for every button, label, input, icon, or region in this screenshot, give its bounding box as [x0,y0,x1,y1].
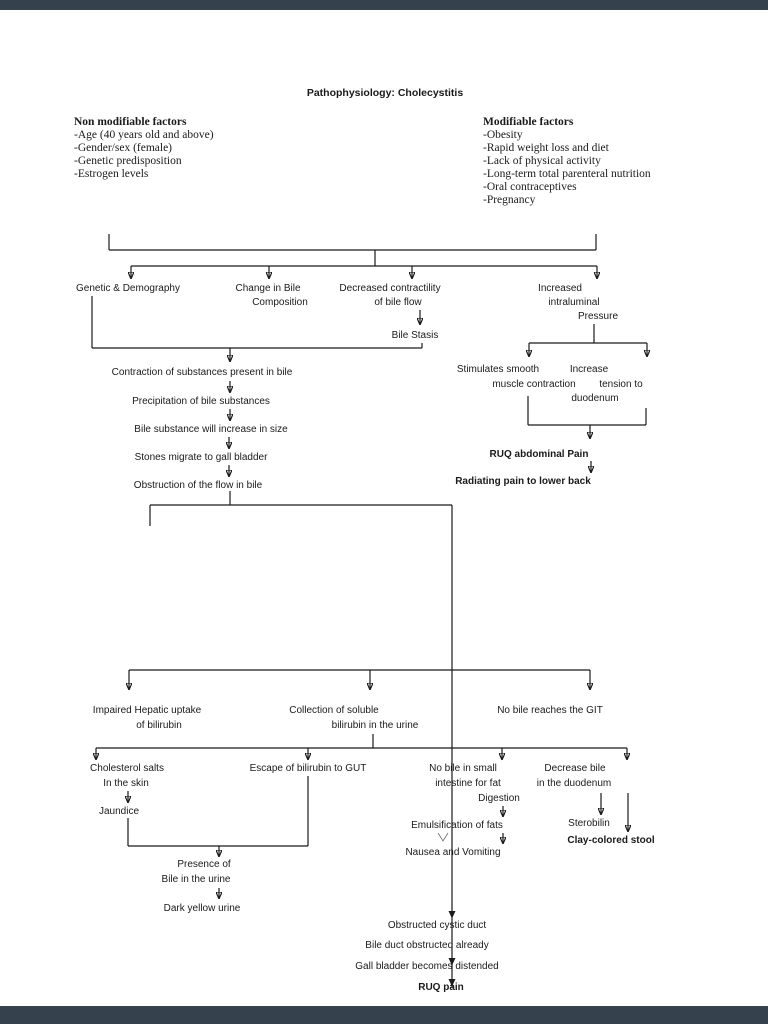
node-no-bile-git: No bile reaches the GIT [497,705,603,716]
node-nausea-vomiting: Nausea and Vomiting [405,847,501,858]
node-stones-migrate: Stones migrate to gall bladder [134,452,268,463]
list-item: -Estrogen levels [74,168,149,180]
node-gall-bladder-distended: Gall bladder becomes distended [355,961,499,972]
node-decrease-bile: in the duodenum [536,778,612,789]
node-jaundice: Jaundice [98,806,140,817]
node-change-in-bile: Change in Bile [235,283,301,294]
node-obstructed-cystic-duct: Obstructed cystic duct [387,920,487,931]
list-item: -Long-term total parenteral nutrition [483,168,651,180]
list-item: -Lack of physical activity [483,155,601,167]
modifiable-factors-list: Modifiable factors -Obesity -Rapid weigh… [483,116,651,207]
node-clay-colored-stool: Clay-colored stool [567,835,655,846]
node-bile-stasis: Bile Stasis [391,330,439,341]
list-item: -Obesity [483,129,523,141]
list-item: -Rapid weight loss and diet [483,142,609,154]
node-decreased-contractility: of bile flow [374,297,422,308]
node-increased-pressure: intraluminal [548,297,600,308]
node-no-bile-small: Digestion [478,793,520,804]
node-increased-pressure: Increased [538,283,582,294]
list-item: -Oral contraceptives [483,181,577,193]
node-collection-soluble: Collection of soluble [289,705,379,716]
node-ruq-abdominal-pain: RUQ abdominal Pain [489,449,589,460]
node-obstruction-flow: Obstruction of the flow in bile [133,480,263,491]
node-cholesterol-salts: In the skin [103,778,149,789]
node-stimulates-smooth: Stimulates smooth [456,364,540,375]
node-genetic-demography: Genetic & Demography [76,283,180,294]
node-impaired-hepatic: Impaired Hepatic uptake [92,705,202,716]
node-presence-bile-urine: Bile in the urine [161,874,231,885]
non-modifiable-heading: Non modifiable factors [74,116,187,128]
node-no-bile-small: No bile in small [429,763,497,774]
node-increase-tension: tension to [599,379,643,390]
node-change-in-bile: Composition [252,297,308,308]
node-bile-substance-size: Bile substance will increase in size [134,424,288,435]
node-no-bile-small: intestine for fat [435,778,501,789]
list-item: -Gender/sex (female) [74,142,173,154]
page-title: Pathophysiology: Cholecystitis [306,87,464,99]
node-precipitation: Precipitation of bile substances [132,396,270,407]
node-stimulates-smooth: muscle contraction [492,379,576,390]
node-bile-duct-obstructed: Bile duct obstructed already [365,940,489,951]
list-item: -Pregnancy [483,194,536,206]
node-decreased-contractility: Decreased contractility [339,283,441,294]
node-sterobilin: Sterobilin [568,818,610,829]
modifiable-heading: Modifiable factors [483,116,574,128]
node-radiating-pain: Radiating pain to lower back [455,476,591,487]
node-emulsification: Emulsification of fats [411,820,503,831]
node-increase-tension: Increase [569,364,609,375]
node-collection-soluble: bilirubin in the urine [331,720,419,731]
node-decrease-bile: Decrease bile [544,763,606,774]
list-item: -Genetic predisposition [74,155,182,167]
node-impaired-hepatic: of bilirubin [136,720,182,731]
node-ruq-pain: RUQ pain [418,982,464,993]
viewer-bottom-bar [0,1006,768,1024]
non-modifiable-factors-list: Non modifiable factors -Age (40 years ol… [74,116,214,181]
node-dark-yellow-urine: Dark yellow urine [163,903,241,914]
node-increase-tension: duodenum [571,393,619,404]
node-contraction-substances: Contraction of substances present in bil… [111,367,293,378]
node-increased-pressure: Pressure [577,311,619,322]
node-cholesterol-salts: Cholesterol salts [90,763,164,774]
list-item: -Age (40 years old and above) [74,129,214,141]
node-presence-bile-urine: Presence of [177,859,231,870]
viewer-top-bar [0,0,768,10]
node-escape-bilirubin: Escape of bilirubin to GUT [249,763,367,774]
